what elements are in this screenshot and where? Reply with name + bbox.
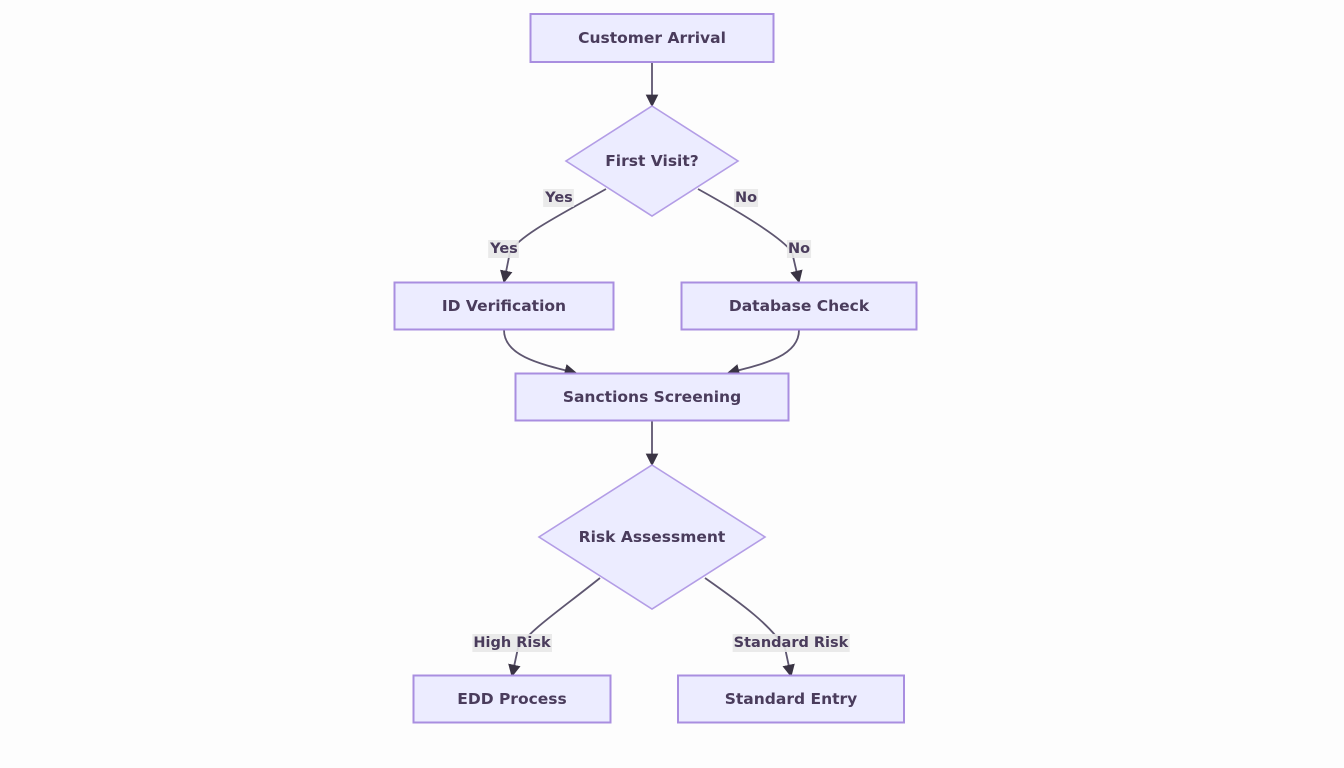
edge-label-standard-risk: Standard Risk [732, 634, 850, 652]
process-box [529, 13, 775, 63]
edge-label-background [488, 240, 519, 258]
edge-label-text: High Risk [473, 635, 551, 651]
edge-risk-to-standard_entry [704, 577, 795, 678]
edge-id_verification-to-sanctions [503, 329, 578, 377]
node-label: Database Check [729, 297, 870, 315]
process-box [412, 674, 612, 724]
edge-risk-to-edd [508, 577, 601, 678]
edge-label-no: No [733, 189, 759, 207]
node-standard-entry: Standard Entry [677, 674, 905, 724]
process-box [680, 281, 918, 331]
node-edd-process: EDD Process [412, 674, 612, 724]
node-label: Standard Entry [725, 690, 858, 708]
edge-label-high-risk: High Risk [472, 634, 552, 652]
process-box [393, 281, 615, 331]
process-box [514, 372, 790, 422]
edge-label-no: No [786, 240, 812, 258]
decision-diamond [564, 105, 740, 217]
edge-label-background [786, 240, 812, 258]
node-sanctions-screening: Sanctions Screening [514, 372, 790, 422]
edge-label-background [733, 189, 759, 207]
edge-label-text: No [735, 190, 757, 206]
node-label: ID Verification [442, 297, 566, 315]
node-risk-assessment: Risk Assessment [537, 464, 767, 610]
edges-layer [500, 62, 803, 678]
node-label: Customer Arrival [578, 29, 726, 47]
edge-label-background [543, 189, 574, 207]
decision-diamond [537, 464, 767, 610]
edge-database_check-to-sanctions [726, 329, 800, 377]
node-label: First Visit? [605, 152, 699, 170]
node-id-verification: ID Verification [393, 281, 615, 331]
edge-label-background [472, 634, 552, 652]
edge-label-yes: Yes [488, 240, 519, 258]
edge-label-background [732, 634, 850, 652]
node-database-check: Database Check [680, 281, 918, 331]
edge-label-text: Standard Risk [734, 635, 849, 651]
node-label: EDD Process [457, 690, 567, 708]
edge-label-yes: Yes [543, 189, 574, 207]
edge-label-text: Yes [544, 190, 573, 206]
edge-label-text: Yes [489, 241, 518, 257]
process-box [677, 674, 905, 724]
node-first-visit: First Visit? [564, 105, 740, 217]
edge-label-text: No [788, 241, 810, 257]
node-label: Sanctions Screening [563, 388, 741, 406]
node-customer-arrival: Customer Arrival [529, 13, 775, 63]
node-label: Risk Assessment [579, 528, 726, 546]
